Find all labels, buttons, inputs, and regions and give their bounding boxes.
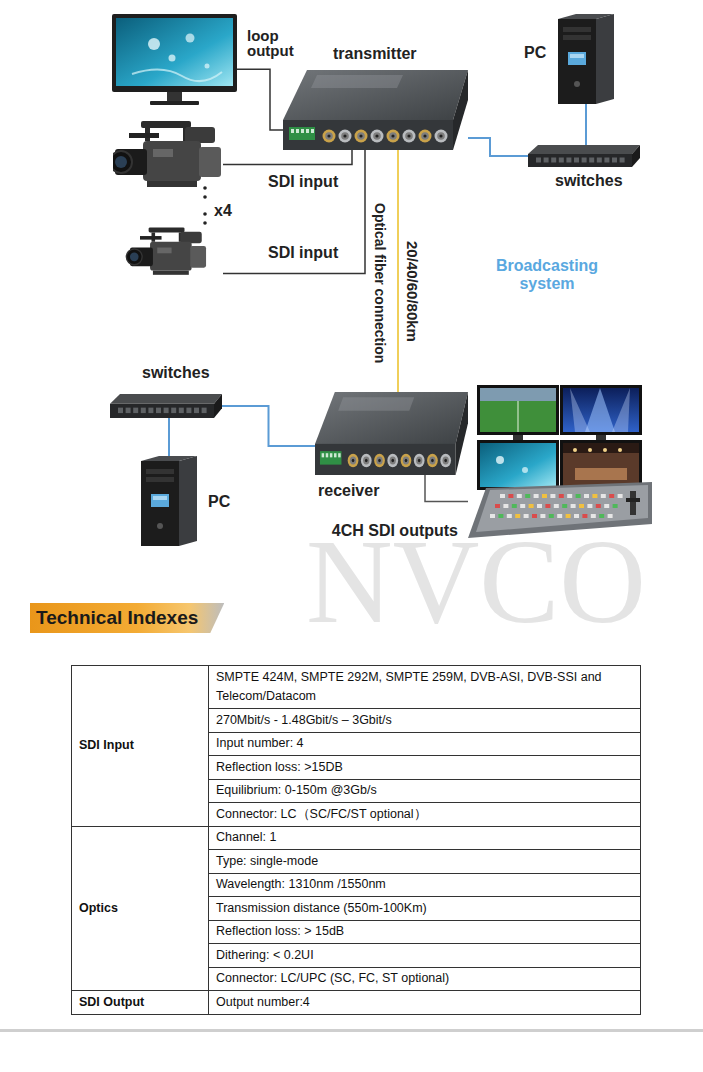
row-heading: Optics <box>79 901 118 915</box>
camera-icon: SDI input <box>113 226 223 282</box>
row-heading: SDI Input <box>79 738 134 752</box>
ellipsis-dots <box>203 186 207 225</box>
watermark: NVCO <box>306 522 646 642</box>
box-drawing <box>283 70 468 150</box>
connector <box>425 475 468 502</box>
pc-drawing <box>558 14 614 104</box>
label-holder: Broadcasting system <box>482 257 612 293</box>
monitor-icon: loop output <box>112 14 237 106</box>
spec-value: Channel: 1 <box>216 830 276 844</box>
connector <box>397 150 399 392</box>
spec-value: Dithering: < 0.2UI <box>216 948 314 962</box>
count-label: x4 <box>214 202 232 220</box>
label-holder: PC <box>208 493 230 511</box>
table-cell: Output number:4 <box>209 991 641 1015</box>
table-cell: Transmission distance (550m-100Km) <box>209 897 641 921</box>
edge-label: 20/40/60/80km <box>404 241 421 342</box>
pc-icon: PC <box>140 456 198 546</box>
camera-drawing <box>113 118 223 198</box>
node-label: switches <box>142 364 210 382</box>
spec-value: Transmission distance (550m-100Km) <box>216 901 427 915</box>
table-cell: SDI Input <box>72 666 209 827</box>
connector <box>223 150 365 274</box>
connector <box>168 418 170 456</box>
table-cell: Input number: 4 <box>209 732 641 756</box>
table-cell: Channel: 1 <box>209 826 641 850</box>
node-label: SDI input <box>268 244 338 262</box>
node-label: SDI input <box>268 173 338 191</box>
table-cell: Reflection loss: > 15dB <box>209 920 641 944</box>
section-banner: Technical Indexes <box>30 603 224 633</box>
spec-value: Reflection loss: >15DB <box>216 760 343 774</box>
sw-drawing <box>528 145 640 167</box>
table-cell: Reflection loss: >15DB <box>209 756 641 780</box>
pc-icon: PC <box>558 14 614 104</box>
table-cell: SDI Output <box>72 991 209 1015</box>
label-holder: 20/40/60/80km <box>404 241 421 346</box>
sw-drawing <box>110 394 222 418</box>
connector <box>222 406 315 446</box>
table-cell: SMPTE 424M, SMPTE 292M, SMPTE 259M, DVB-… <box>209 666 641 709</box>
label-holder: PC <box>524 44 546 62</box>
switch-icon: switches <box>110 394 222 418</box>
link-label: Optical fiber connection <box>371 203 388 363</box>
spec-table: SDI Input SMPTE 424M, SMPTE 292M, SMPTE 2… <box>71 665 641 1015</box>
system-label: Broadcasting system <box>482 257 612 293</box>
node-label: 4CH SDI outputs <box>332 522 458 540</box>
label-holder: 4CH SDI outputs <box>332 522 458 540</box>
table-cell: Connector: LC/UPC (SC, FC, ST optional) <box>209 967 641 991</box>
node-label: loop output <box>247 28 309 58</box>
connector <box>223 150 352 164</box>
label-holder: SDI input <box>268 173 338 191</box>
monitor-wall <box>477 385 642 490</box>
pc-drawing <box>140 456 198 546</box>
spec-value: Connector: LC（SC/FC/ST optional） <box>216 807 427 821</box>
row-heading: SDI Output <box>79 995 144 1009</box>
camera-icon: SDI input <box>113 118 223 198</box>
spec-value: Connector: LC/UPC (SC, FC, ST optional) <box>216 971 449 985</box>
spec-value: Input number: 4 <box>216 736 304 750</box>
table-cell: Optics <box>72 826 209 991</box>
connector <box>237 69 283 130</box>
node-label: transmitter <box>333 45 417 63</box>
node-label: PC <box>208 493 230 511</box>
spec-value: Equilibrium: 0-150m @3Gb/s <box>216 783 377 797</box>
table-cell: Equilibrium: 0-150m @3Gb/s <box>209 779 641 803</box>
spec-value: SMPTE 424M, SMPTE 292M, SMPTE 259M, DVB-… <box>216 670 602 703</box>
node-label: receiver <box>318 482 379 500</box>
table-cell: Connector: LC（SC/FC/ST optional） <box>209 803 641 827</box>
label-holder: SDI input <box>268 244 338 262</box>
transmitter-unit: transmitter <box>283 70 468 150</box>
footer-rule <box>0 1029 703 1032</box>
spec-value: Output number:4 <box>216 995 310 1009</box>
table-cell: Dithering: < 0.2UI <box>209 944 641 968</box>
label-holder: transmitter <box>333 45 417 63</box>
spec-value: Type: single-mode <box>216 854 318 868</box>
label-holder: receiver <box>318 482 379 500</box>
receiver-unit: receiver <box>315 392 468 475</box>
label-holder: SDI Input SMPTE 424M, SMPTE 292M, SMPTE 2… <box>71 665 641 1015</box>
monitor-drawing <box>112 14 237 106</box>
label-holder: switches <box>142 364 210 382</box>
switch-icon: switches <box>528 145 640 167</box>
spec-value: Reflection loss: > 15dB <box>216 924 344 938</box>
node-label: switches <box>555 172 623 190</box>
label-holder: Optical fiber connection <box>371 203 388 367</box>
label-holder: switches <box>555 172 623 190</box>
label-holder: x4 <box>214 202 232 220</box>
spec-value: 270Mbit/s - 1.48Gbit/s – 3Gbit/s <box>216 713 392 727</box>
box-drawing <box>315 392 468 475</box>
table-cell: Type: single-mode <box>209 850 641 874</box>
table-cell: 270Mbit/s - 1.48Gbit/s – 3Gbit/s <box>209 709 641 733</box>
label-holder: NVCO <box>306 522 646 642</box>
connector <box>468 138 528 156</box>
spec-value: Wavelength: 1310nm /1550nm <box>216 877 386 891</box>
node-label: PC <box>524 44 546 62</box>
label-holder: Technical Indexes <box>30 603 224 633</box>
camera-drawing <box>113 226 223 282</box>
table-cell: Wavelength: 1310nm /1550nm <box>209 873 641 897</box>
connector <box>585 104 587 145</box>
label-holder: loop output <box>247 28 309 60</box>
